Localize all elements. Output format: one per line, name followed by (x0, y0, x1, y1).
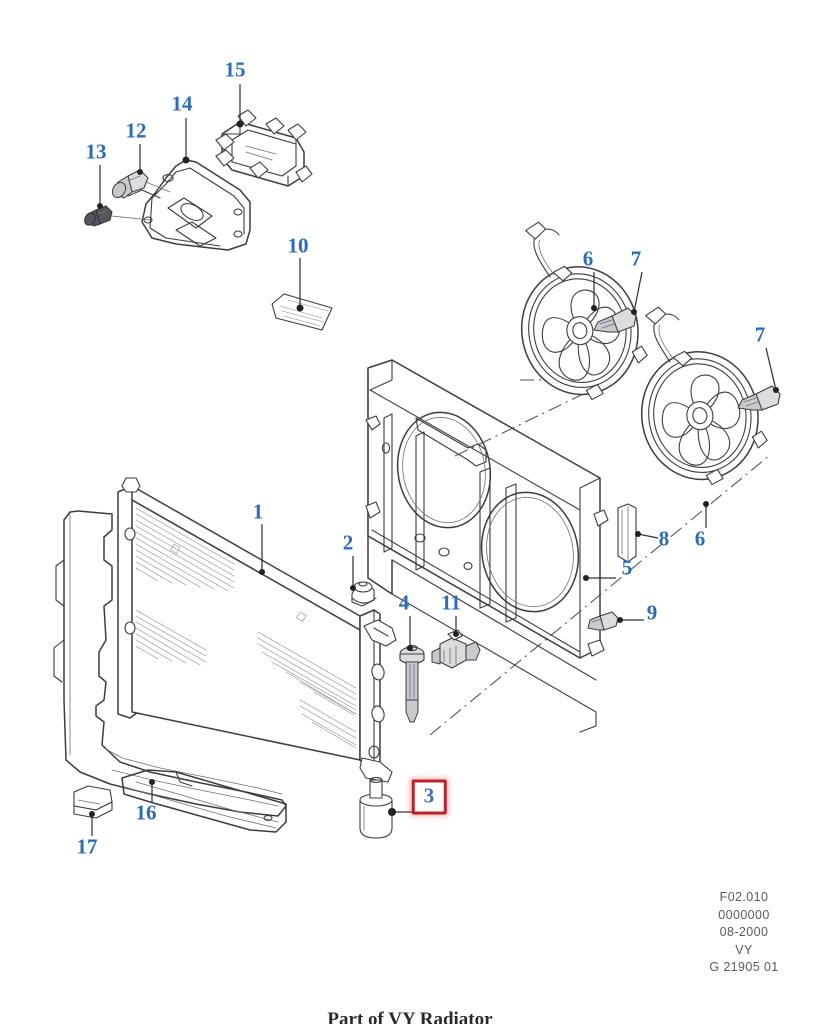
callout-radiator-cap-grommet[interactable]: 2 (342, 530, 354, 555)
left-air-deflector (53, 510, 287, 817)
callout-fan-mounting-bolt-upper[interactable]: 7 (630, 246, 642, 271)
bracket-bolt-upper (111, 169, 149, 199)
radiator-cap-grommet (351, 581, 377, 607)
shroud-screw (587, 611, 619, 631)
callout-insulator-pad[interactable]: 10 (287, 233, 309, 258)
footer-line: F02.010 (719, 890, 769, 904)
fan-shroud (365, 359, 609, 733)
callout-control-module-relay[interactable]: 15 (224, 57, 246, 82)
callout-rubber-mount-pad[interactable]: 17 (76, 834, 98, 859)
leader-lines (89, 84, 779, 836)
callout-fan-mounting-bolt-lower[interactable]: 7 (754, 322, 766, 347)
drain-plug (359, 777, 393, 839)
callout-radiator[interactable]: 1 (252, 499, 264, 524)
bracket-bolt-lower (84, 205, 113, 227)
callout-shroud-clip[interactable]: 8 (658, 526, 670, 551)
mounting-bracket (127, 159, 251, 251)
shroud-clip (617, 503, 637, 563)
callout-cooling-fan-upper[interactable]: 6 (582, 246, 594, 271)
footer-line: VY (735, 942, 753, 957)
rubber-mount-pad (73, 785, 113, 819)
radiator (117, 477, 397, 783)
mounting-pin-bolt (399, 644, 425, 723)
callout-cooling-fan-lower[interactable]: 6 (694, 526, 706, 551)
callout-bracket-bolt-upper[interactable]: 12 (125, 118, 147, 143)
cooling-fan-upper (520, 221, 648, 401)
callout-lower-air-deflector[interactable]: 16 (135, 800, 157, 825)
callout-bracket-bolt-lower[interactable]: 13 (85, 139, 107, 164)
callout-mounting-bracket[interactable]: 14 (171, 91, 193, 116)
fan-mounting-bolt-upper (593, 307, 637, 333)
callout-fan-shroud[interactable]: 5 (621, 555, 633, 580)
diagram-caption: Part of VY Radiator (327, 1009, 493, 1024)
cooling-fan-lower (640, 306, 768, 486)
footer-line: 08-2000 (719, 925, 769, 939)
callout-drain-plug[interactable]: 3 (411, 779, 447, 815)
footer-line: 0000000 (718, 907, 770, 922)
temperature-switch (431, 629, 481, 669)
lower-air-deflector (121, 769, 287, 833)
footer-line: G 21905 01 (709, 960, 779, 974)
callout-mounting-pin-bolt[interactable]: 4 (398, 590, 410, 615)
control-module-relay (215, 109, 313, 187)
callout-shroud-screw[interactable]: 9 (646, 600, 658, 625)
callout-temperature-switch[interactable]: 11 (441, 590, 461, 615)
insulator-pad (271, 293, 333, 331)
